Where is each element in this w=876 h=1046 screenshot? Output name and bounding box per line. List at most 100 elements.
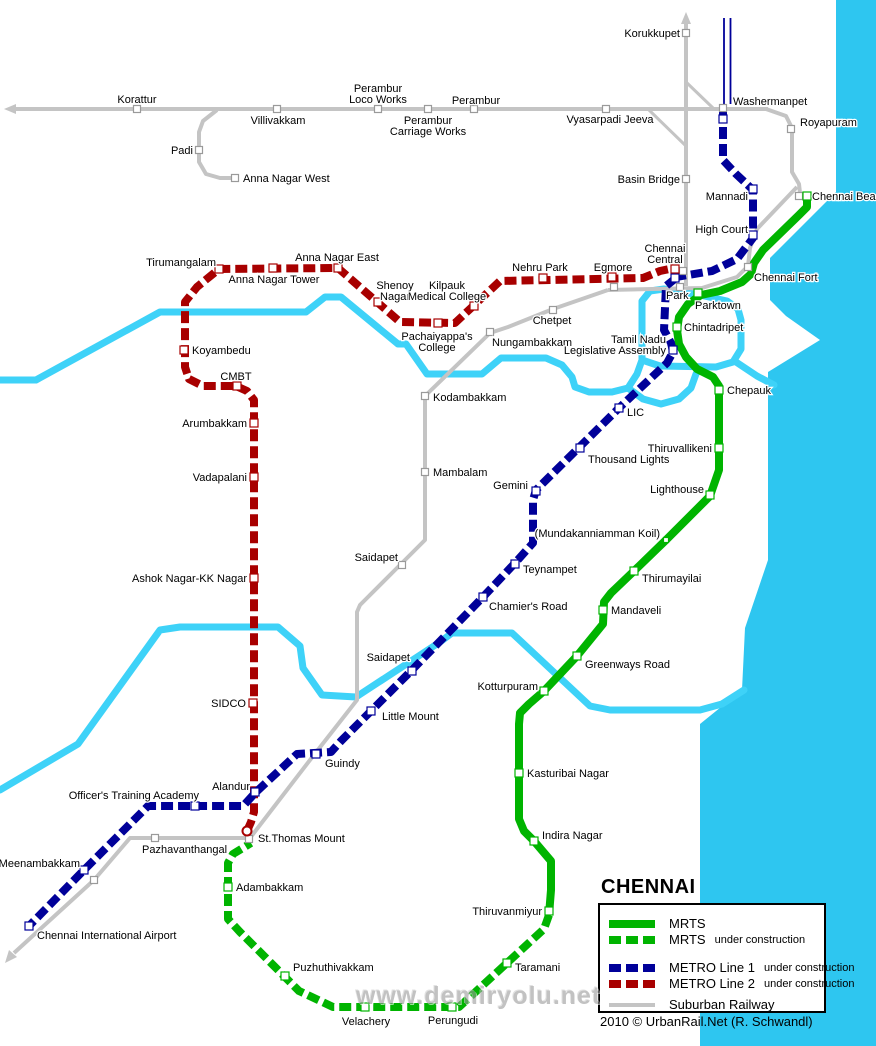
station-korattur <box>132 104 142 114</box>
arrow-west <box>4 104 16 114</box>
suburban-padi-branch <box>197 108 236 180</box>
legend-row-metro1: METRO Line 1 under construction <box>609 960 854 975</box>
legend-label: MRTS <box>669 932 706 947</box>
station-tamil-nadu-legislative-assembly <box>668 345 678 355</box>
station-mandaveli <box>598 605 608 615</box>
station-label-anna-nagar-west: Anna Nagar West <box>243 173 330 185</box>
station-label-chetpet: Chetpet <box>533 315 572 327</box>
station-teynampet <box>510 559 520 569</box>
station-label-saidapet-suburban: Saidapet <box>355 552 398 564</box>
station-label-padi: Padi <box>171 145 193 157</box>
station-label-thiruvanmiyur: Thiruvanmiyur <box>472 906 542 918</box>
station-label-chennai-beach: Chennai Beach <box>812 191 876 203</box>
station-little-mount <box>366 706 376 716</box>
station-chetpet <box>548 305 558 315</box>
station-chennai-international-airport <box>24 921 34 931</box>
station-vyasarpadi-jeeva <box>601 104 611 114</box>
station-label-kodambakkam: Kodambakkam <box>433 392 506 404</box>
station-mundakanniamman-koil <box>662 536 670 544</box>
station-label-anna-nagar-tower: Anna Nagar Tower <box>229 274 320 286</box>
legend-box: MRTS MRTS under construction METRO Line … <box>598 903 854 1013</box>
station-kodambakkam <box>420 391 430 401</box>
station-officers-training-academy <box>190 801 200 811</box>
station-gemini <box>531 486 541 496</box>
station-label-egmore: Egmore <box>594 262 633 274</box>
copyright-note: 2010 © UrbanRail.Net (R. Schwandl) <box>600 1014 813 1029</box>
station-chennai-beach <box>802 191 812 201</box>
map-title: CHENNAI <box>601 876 696 898</box>
mrts-built <box>515 199 811 916</box>
station-velachery <box>360 1002 370 1012</box>
suburban-southwest <box>12 288 609 955</box>
station-label-ashok-nagar-kk-nagar: Ashok Nagar-KK Nagar <box>132 573 247 585</box>
station-label-thirumayilai: Thirumayilai <box>642 573 701 585</box>
station-thiruvallikeni <box>714 443 724 453</box>
mrts-under-construction <box>224 839 553 1011</box>
legend-label: MRTS <box>669 916 706 931</box>
station-arumbakkam <box>249 418 259 428</box>
station-thirumayilai <box>629 566 639 576</box>
station-label-nehru-park: Nehru Park <box>512 262 568 274</box>
station-label-greenways-road: Greenways Road <box>585 659 670 671</box>
station-label-thiruvallikeni: Thiruvallikeni <box>648 443 712 455</box>
station-label-vyasarpadi-jeeva: Vyasarpadi Jeeva <box>566 114 654 126</box>
station-label-villivakkam: Villivakkam <box>251 115 306 127</box>
station-anna-nagar-tower <box>268 263 278 273</box>
station-label-thousand-lights: Thousand Lights <box>588 454 670 466</box>
station-vadapalani <box>249 472 259 482</box>
station-label-indira-nagar: Indira Nagar <box>542 830 603 842</box>
station-label-cmbt: CMBT <box>220 371 251 383</box>
station-chennai-central-metro1 <box>670 273 680 283</box>
station-st-thomas-mount-metro2-terminus <box>241 825 253 837</box>
station-padi <box>194 145 204 155</box>
station-perambur <box>469 104 479 114</box>
station-label-park: Park <box>666 290 689 302</box>
station-perungudi <box>447 1002 457 1012</box>
station-label-velachery: Velachery <box>342 1016 391 1028</box>
station-label-chennai-fort: Chennai Fort <box>754 272 818 284</box>
station-label-mambalam: Mambalam <box>433 467 487 479</box>
station-label-arumbakkam: Arumbakkam <box>182 418 247 430</box>
station-label-kasturibai-nagar: Kasturibai Nagar <box>527 768 609 780</box>
station-label-vadapalani: Vadapalani <box>193 472 247 484</box>
station-chennai-central-suburban <box>678 266 688 276</box>
station-kasturibai-nagar <box>514 768 524 778</box>
legend-label: Suburban Railway <box>669 997 775 1012</box>
station-label-korattur: Korattur <box>117 94 156 106</box>
station-label-teynampet: Teynampet <box>523 564 577 576</box>
station-perambur-loco-works <box>373 104 383 114</box>
station-egmore-suburban <box>609 282 619 292</box>
legend-row-mrts: MRTS <box>609 916 715 931</box>
station-label-perambur: Perambur <box>452 95 501 107</box>
station-adambakkam <box>223 882 233 892</box>
legend-row-mrts-uc: MRTS under construction <box>609 932 805 947</box>
station-label-mandaveli: Mandaveli <box>611 605 661 617</box>
metro-line1-north <box>675 110 757 281</box>
legend-row-metro2: METRO Line 2 under construction <box>609 976 854 991</box>
station-label-koyambedu: Koyambedu <box>192 345 251 357</box>
station-label-saidapet-metro: Saidapet <box>367 652 410 664</box>
station-st-thomas-mount <box>244 834 254 844</box>
station-lighthouse <box>705 490 715 500</box>
station-korukkupet <box>681 28 691 38</box>
station-chennai-fort <box>743 262 753 272</box>
station-label-st-thomas-mount: St.Thomas Mount <box>258 833 345 845</box>
station-chintadripet <box>672 322 682 332</box>
station-indira-nagar <box>529 836 539 846</box>
station-park <box>675 282 685 292</box>
legend-swatch-mrts <box>609 919 655 928</box>
legend-row-suburban: Suburban Railway <box>609 997 784 1012</box>
station-anna-nagar-west <box>230 173 240 183</box>
station-label-taramani: Taramani <box>515 962 560 974</box>
cooum-river <box>0 293 646 396</box>
station-shenoy-nagar <box>373 297 383 307</box>
station-washermanpet <box>718 103 728 113</box>
station-label-anna-nagar-east: Anna Nagar East <box>295 252 379 264</box>
cooum-mouth <box>732 358 778 389</box>
